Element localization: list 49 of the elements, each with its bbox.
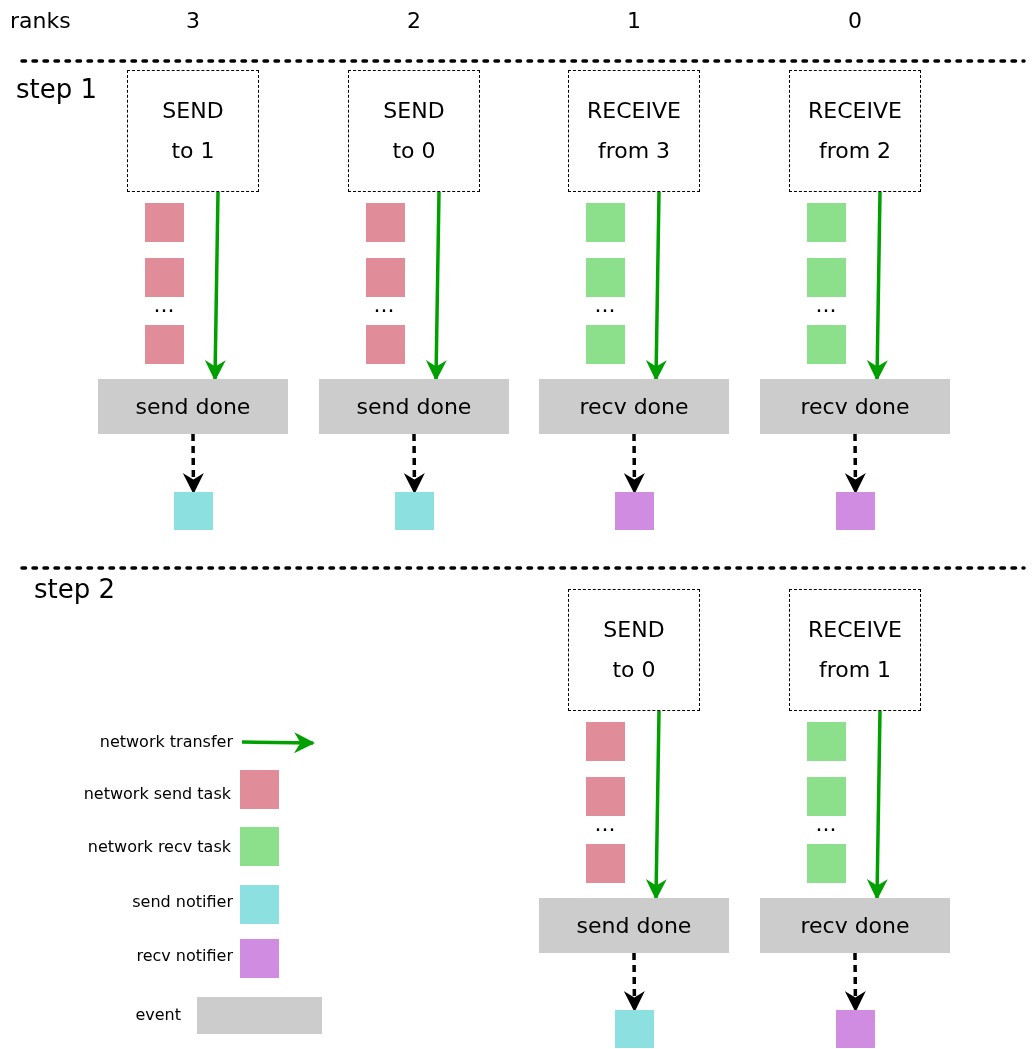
arrow bbox=[866, 710, 888, 901]
arrow bbox=[645, 710, 667, 901]
arrow bbox=[623, 434, 645, 495]
arrow bbox=[425, 191, 447, 382]
event-box: send done bbox=[98, 379, 288, 434]
ellipsis: ... bbox=[373, 292, 395, 318]
legend-text: event bbox=[135, 1005, 181, 1025]
arrow bbox=[844, 953, 866, 1013]
arrow bbox=[844, 434, 866, 495]
command-box: RECEIVE from 3 bbox=[568, 70, 700, 192]
rank-number: 2 bbox=[407, 8, 421, 34]
event-box: send done bbox=[539, 898, 729, 953]
ellipsis: ... bbox=[153, 292, 175, 318]
notifier-square bbox=[615, 492, 654, 530]
arrow bbox=[645, 191, 667, 382]
legend-text: network recv task bbox=[87, 837, 231, 857]
event-box: recv done bbox=[760, 379, 950, 434]
ellipsis: ... bbox=[594, 811, 616, 837]
notifier-square bbox=[836, 1010, 875, 1048]
ellipsis: ... bbox=[594, 292, 616, 318]
step-label: step 1 bbox=[16, 74, 98, 104]
legend-text: recv notifier bbox=[136, 946, 233, 966]
arrow bbox=[403, 434, 425, 495]
axis-label: ranks bbox=[10, 8, 71, 34]
event-box: recv done bbox=[760, 898, 950, 953]
arrow bbox=[866, 191, 888, 382]
legend-text: network transfer bbox=[99, 732, 233, 752]
command-box: SEND to 0 bbox=[568, 589, 700, 711]
arrow bbox=[204, 191, 226, 382]
command-box: SEND to 1 bbox=[127, 70, 259, 192]
command-box: RECEIVE from 2 bbox=[789, 70, 921, 192]
notifier-square bbox=[836, 492, 875, 530]
legend-text: send notifier bbox=[132, 892, 233, 912]
command-box: SEND to 0 bbox=[348, 70, 480, 192]
notifier-square bbox=[395, 492, 434, 530]
arrow bbox=[182, 434, 204, 495]
ellipsis: ... bbox=[815, 811, 837, 837]
arrow bbox=[623, 953, 645, 1013]
notifier-square bbox=[615, 1010, 654, 1048]
legend-text: network send task bbox=[83, 784, 231, 804]
event-box: recv done bbox=[539, 379, 729, 434]
event-box: send done bbox=[319, 379, 509, 434]
step-label: step 2 bbox=[34, 574, 116, 604]
rank-number: 1 bbox=[627, 8, 641, 34]
ellipsis: ... bbox=[815, 292, 837, 318]
notifier-square bbox=[174, 492, 213, 530]
rank-number: 3 bbox=[186, 8, 200, 34]
rank-number: 0 bbox=[848, 8, 862, 34]
command-box: RECEIVE from 1 bbox=[789, 589, 921, 711]
